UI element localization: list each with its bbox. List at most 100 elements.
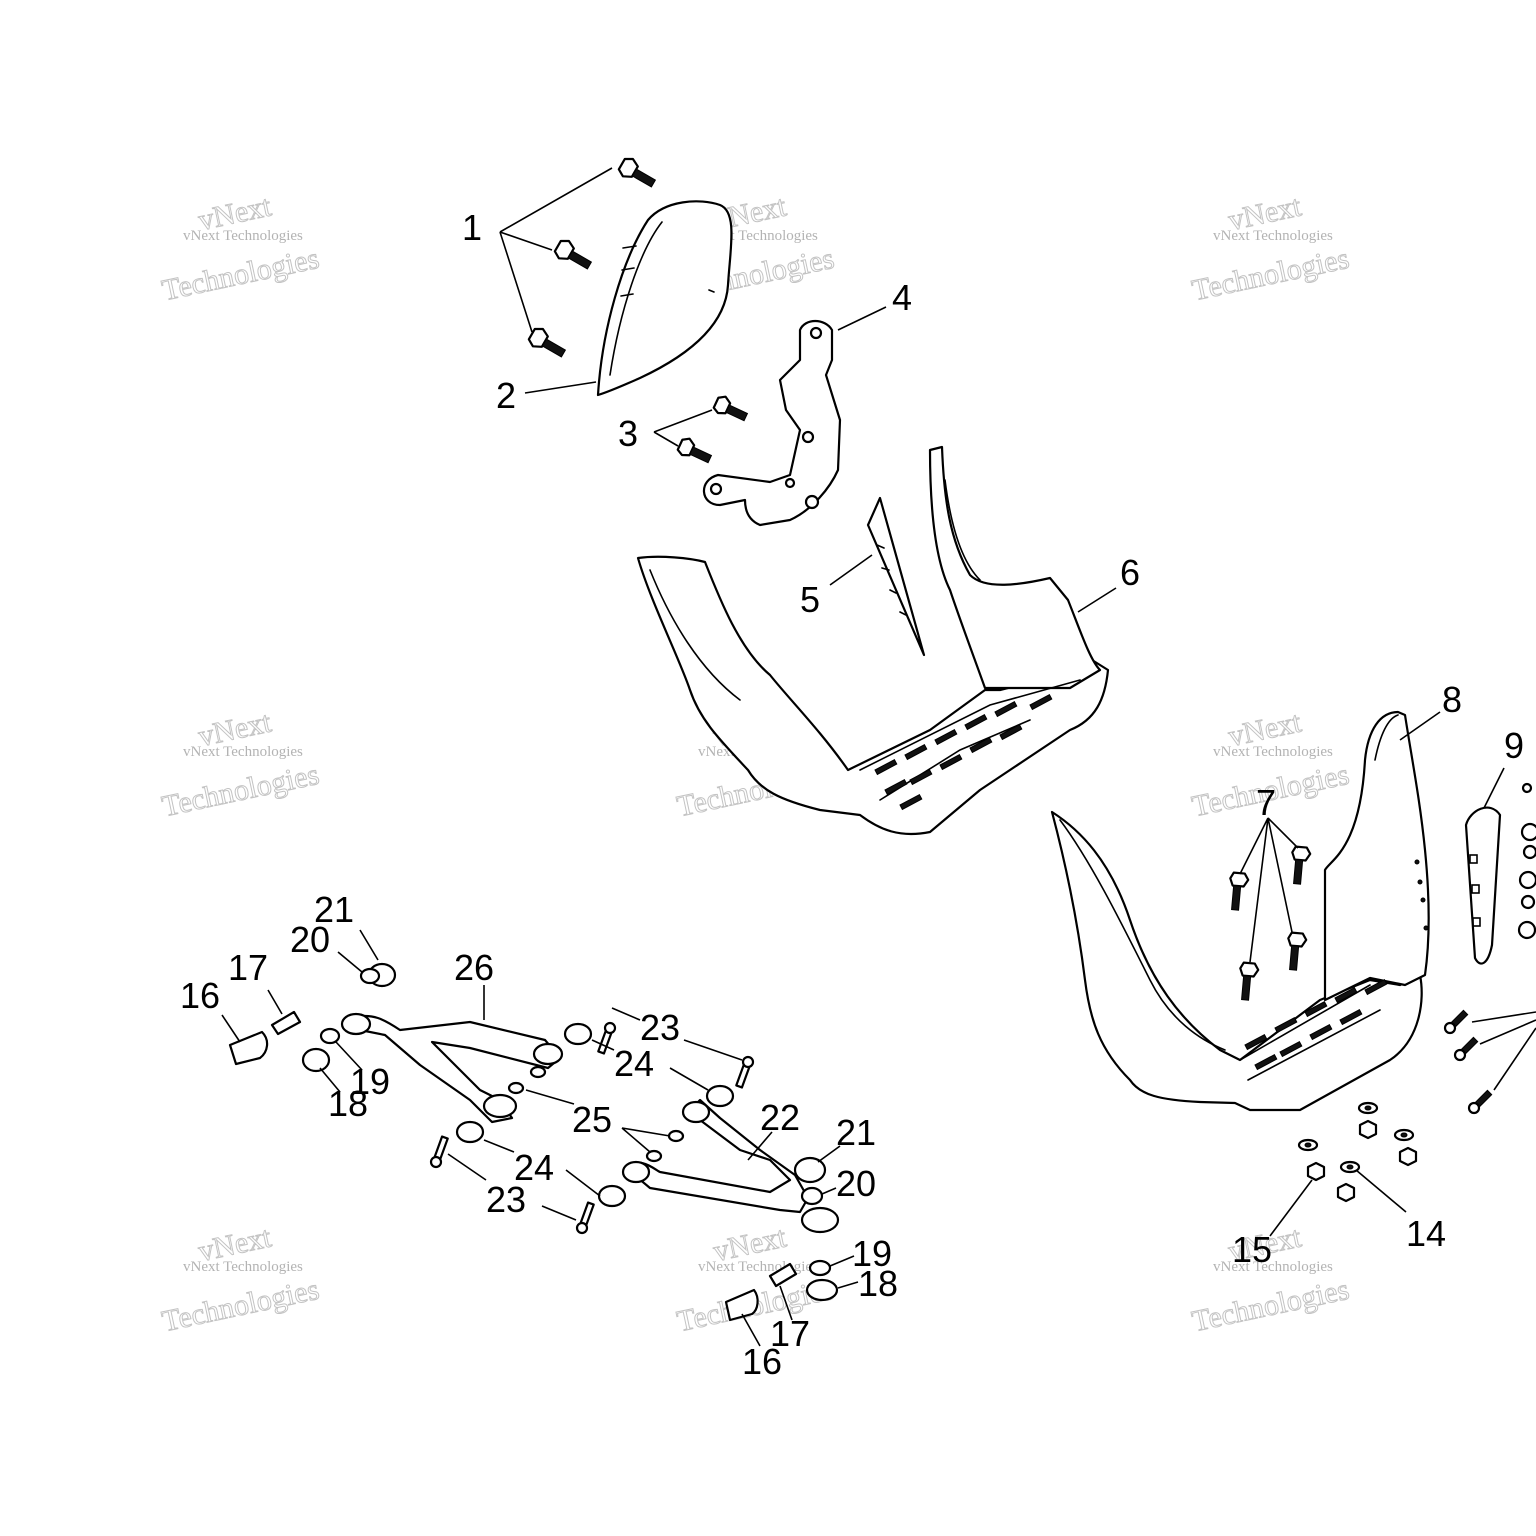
callout-6: 6 [1120,552,1140,593]
leader-14 [1355,1169,1407,1213]
screw-7c [1239,961,1260,1001]
leader-16a [221,1014,241,1043]
leader-side-screws [1471,1011,1536,1091]
leader-25 [525,1089,671,1153]
callout-3: 3 [618,413,638,454]
watermark-line-small: vNext Technologies [1213,1259,1333,1275]
watermark-bottom-left: vNext vNext Technologies Technologies [159,1220,323,1339]
callout-21a: 21 [314,889,354,930]
watermark-line-small: vNext Technologies [698,1259,818,1275]
callout-19b: 19 [852,1233,892,1274]
watermark-line-bottom: Technologies [1189,242,1352,307]
screw-1c [527,327,567,358]
callout-26: 26 [454,947,494,988]
callout-25: 25 [572,1099,612,1140]
leader-23b [447,1153,577,1221]
leader-6 [1077,587,1117,613]
tread-pattern [1244,978,1388,1071]
leader-21b [817,1145,841,1163]
watermark-line-bottom: Technologies [159,758,322,823]
callout-23b: 23 [486,1179,526,1220]
ring-20b [800,1186,824,1206]
windshield-panel [596,200,733,397]
callout-18b: 18 [858,1263,898,1304]
callout-5: 5 [800,579,820,620]
right-side-decal [1464,782,1536,965]
side-decal [866,496,926,657]
bushing-24d [597,1184,627,1208]
leader-7 [1239,817,1299,963]
callout-14: 14 [1406,1213,1446,1254]
bushing-18b [805,1278,839,1302]
lower-a-arm [621,1098,840,1234]
seal-19a [319,1027,341,1045]
screw-1b [553,239,593,270]
left-footrest-panel [636,445,1110,836]
callout-15: 15 [1232,1229,1272,1270]
callout-19a: 19 [350,1061,390,1102]
bolt-23b [735,1055,755,1089]
washer-14c [1297,1138,1319,1152]
callout-4: 4 [892,277,912,318]
screw-3a [712,395,749,422]
screw-side-a [1443,1009,1469,1035]
leader-23a [611,1007,743,1061]
bushing-24a [563,1022,593,1046]
leader-17a [267,989,283,1015]
callout-24a: 24 [614,1043,654,1084]
leader-21a [359,929,379,961]
washer-25d [645,1149,663,1163]
leader-20a [337,951,363,973]
watermark-line-bottom: Technologies [159,242,322,307]
screw-7a [1229,871,1250,911]
callout-24b: 24 [514,1147,554,1188]
leader-24b [483,1139,601,1197]
callout-21b: 21 [836,1112,876,1153]
leader-16b [741,1313,761,1347]
nut-15c [1306,1161,1326,1182]
watermark-line-small: vNext Technologies [1213,744,1333,760]
screw-1a [617,157,657,188]
watermark-line-small: vNext Technologies [183,228,303,244]
leader-4 [837,306,887,331]
leader-18a [319,1067,341,1093]
washer-14d [1339,1160,1361,1174]
nut-15b [1398,1146,1418,1167]
leader-9 [1483,767,1505,809]
screw-7d [1287,931,1308,971]
bolt-23a [597,1021,617,1055]
bolt-23c [429,1135,449,1169]
right-footrest-panel [1050,710,1430,1112]
leader-2 [524,381,597,394]
callout-20b: 20 [836,1163,876,1204]
leader-24a [591,1039,709,1091]
leader-18b [837,1281,859,1289]
watermark-line-bottom: Technologies [159,1273,322,1338]
watermark-line-small: vNext Technologies [183,1259,303,1275]
leader-8 [1399,711,1441,741]
washer-14a [1357,1101,1379,1115]
bushing-24c [455,1120,485,1144]
washer-25c [667,1129,685,1143]
screw-side-c [1467,1089,1493,1115]
fitting-17b [768,1262,798,1288]
callout-1: 1 [462,207,482,248]
washer-25a [507,1081,525,1095]
watermark-mid-left: vNext vNext Technologies Technologies [159,705,323,824]
screw-3b [676,437,713,464]
callout-17b: 17 [770,1313,810,1354]
leader-3 [653,409,713,447]
seal-19b [808,1259,832,1277]
nut-15a [1358,1119,1378,1140]
callout-7: 7 [1256,782,1276,823]
plug-16a [228,1030,269,1066]
callout-23a: 23 [640,1007,680,1048]
cap-21b [793,1156,827,1184]
bushing-18a [301,1047,331,1073]
callout-16b: 16 [742,1341,782,1382]
bolt-23d [575,1201,595,1235]
mount-bracket [702,319,842,527]
watermark-top-left: vNext vNext Technologies Technologies [159,189,323,308]
leader-5 [829,554,873,586]
